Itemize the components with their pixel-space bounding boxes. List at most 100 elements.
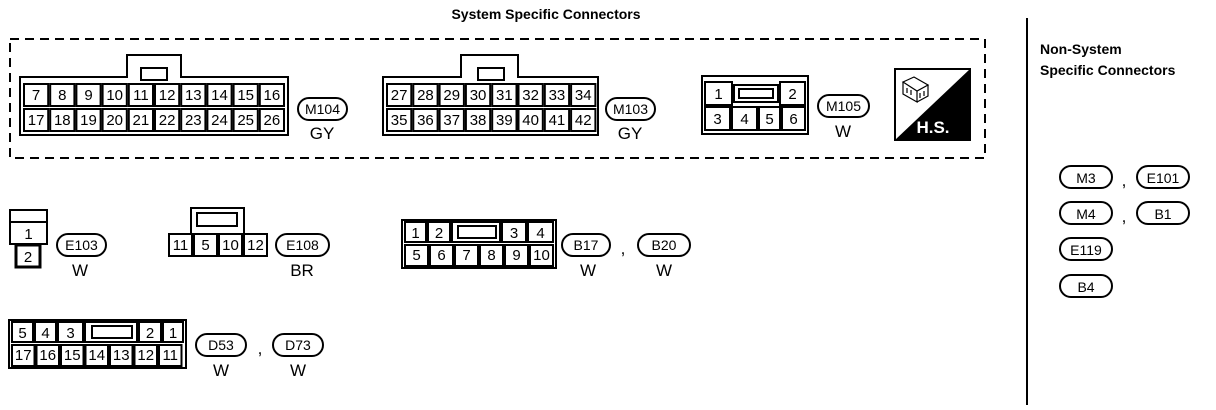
svg-text:M4: M4 (1076, 206, 1096, 222)
pin: 2 (24, 249, 32, 266)
pin-cell (109, 344, 134, 367)
side-title-line1: Non-System (1040, 41, 1122, 57)
svg-text:B20: B20 (652, 237, 677, 253)
pin: 3 (66, 325, 74, 342)
pin-cell (479, 244, 504, 267)
pin-cell (232, 83, 259, 107)
svg-text:E119: E119 (1070, 242, 1102, 258)
side-title-line2: Specific Connectors (1040, 62, 1176, 78)
pin: 21 (133, 112, 150, 129)
pin-cell (60, 344, 85, 367)
pin: 22 (159, 112, 176, 129)
pin-cell (404, 244, 429, 267)
hs-label: H.S. (916, 118, 949, 137)
pin: 26 (264, 112, 281, 129)
pin: 16 (39, 347, 56, 364)
non-system-tag-b4: B4 (1059, 274, 1113, 298)
connector-color-d73: W (290, 361, 306, 380)
pin: 27 (391, 87, 408, 104)
connector-tag-b20: B20 (637, 233, 691, 257)
pin-cell (504, 244, 529, 267)
pin: 38 (470, 112, 487, 129)
non-system-tag-m4: M4 (1059, 201, 1113, 225)
pin-cell (23, 108, 50, 132)
pin: 6 (789, 111, 797, 128)
pin: 35 (391, 112, 408, 129)
pin: 37 (443, 112, 460, 129)
non-system-connectors: M3 , E101 M4 , B1 E119 B4 (1059, 165, 1190, 298)
pin-cell (11, 344, 36, 367)
pin-cell (517, 83, 544, 107)
connector-tag-e103: E103 (56, 233, 107, 257)
connector-color-b20: W (656, 261, 672, 280)
pin-cell (232, 108, 259, 132)
connector-color-d53: W (213, 361, 229, 380)
pin: 12 (247, 237, 264, 254)
pin: 7 (32, 87, 40, 104)
pin: 32 (522, 87, 539, 104)
pin-cell (454, 244, 479, 267)
pin-cell (154, 83, 181, 107)
pin-cell (464, 108, 492, 132)
pin-cell (35, 344, 60, 367)
pin: 17 (28, 112, 45, 129)
connector-tag-d53: D53 (195, 333, 247, 357)
pin-cell (464, 83, 492, 107)
pin: 8 (487, 247, 495, 264)
pin: 10 (222, 237, 239, 254)
non-system-tag-e101: E101 (1136, 165, 1190, 189)
pin: 23 (185, 112, 202, 129)
hs-badge: H.S. (894, 68, 971, 141)
pin: 24 (211, 112, 228, 129)
pin: 14 (211, 87, 228, 104)
pin: 5 (765, 111, 773, 128)
pin-cell (127, 83, 155, 107)
pin: 39 (496, 112, 513, 129)
pin: 15 (237, 87, 254, 104)
pin: 25 (237, 112, 254, 129)
svg-text:M104: M104 (305, 101, 340, 117)
pin: 20 (106, 112, 123, 129)
pin: 7 (462, 247, 470, 264)
pin: 29 (443, 87, 460, 104)
pin-cell (570, 83, 597, 107)
svg-text:E103: E103 (65, 237, 98, 253)
main-title: System Specific Connectors (451, 6, 640, 22)
pins-m105: 1 2 3 4 5 6 (704, 81, 806, 131)
pin: 3 (713, 111, 721, 128)
pin-cell (206, 83, 233, 107)
pin: 3 (510, 225, 518, 242)
pin: 14 (88, 347, 105, 364)
pin-cell (429, 244, 454, 267)
pin: 4 (536, 225, 544, 242)
pin: 13 (185, 87, 202, 104)
svg-text:M105: M105 (826, 98, 861, 114)
pin-cell (101, 108, 128, 132)
pin-cell (206, 108, 233, 132)
pin-cell (84, 344, 109, 367)
pin: 8 (58, 87, 66, 104)
pin-cell (491, 108, 518, 132)
svg-text:B4: B4 (1077, 279, 1094, 295)
pin: 9 (512, 247, 520, 264)
pin: 4 (740, 111, 748, 128)
pin-cell (127, 108, 155, 132)
pin-cell (23, 83, 50, 107)
connector-tag-b17: B17 (561, 233, 611, 257)
pin-cell (180, 83, 207, 107)
pin-cell (543, 83, 571, 107)
pin: 31 (496, 87, 513, 104)
pin: 28 (417, 87, 434, 104)
svg-text:M3: M3 (1076, 170, 1096, 186)
system-connectors-boundary (9, 38, 986, 159)
pin-cell (75, 83, 102, 107)
pin: 4 (41, 325, 49, 342)
pin-cell (75, 108, 102, 132)
